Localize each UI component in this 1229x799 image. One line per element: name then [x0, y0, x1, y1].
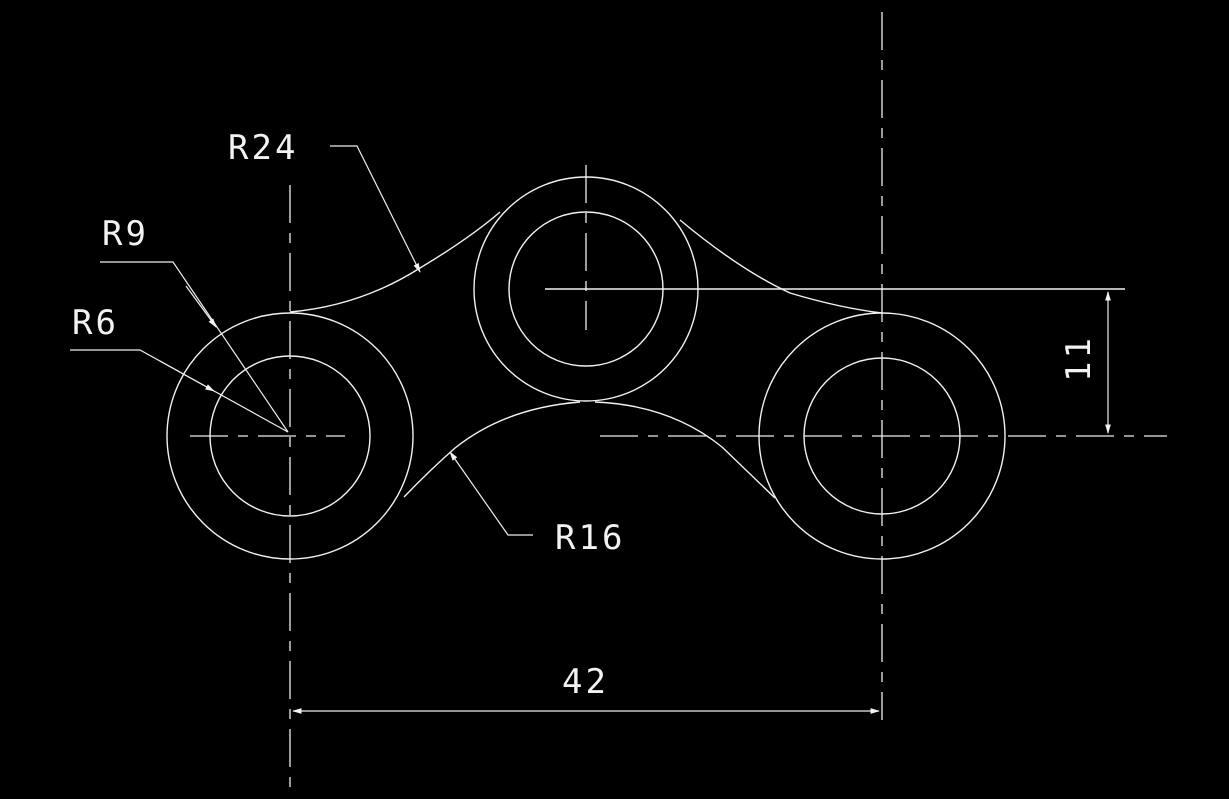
- label-r24: R24: [228, 128, 298, 168]
- lower-right-arc: [594, 401, 776, 499]
- label-11: 11: [1059, 335, 1099, 382]
- label-r16: R16: [555, 518, 625, 558]
- label-r6: R6: [72, 303, 119, 343]
- label-42: 42: [562, 662, 609, 702]
- left-outer-circle: [166, 312, 414, 560]
- r16-leader: [449, 451, 533, 536]
- lower-left-arc: [403, 401, 581, 498]
- r6-arrow: [159, 360, 215, 392]
- upper-left-arc: [289, 211, 501, 313]
- upper-right-arc: [679, 219, 883, 314]
- r9-arrow: [185, 285, 217, 328]
- right-inner-circle: [803, 357, 961, 515]
- r24-leader: [330, 145, 421, 273]
- label-r9: R9: [102, 214, 149, 254]
- left-inner-circle: [209, 355, 371, 517]
- middle-outer-circle: [473, 176, 699, 402]
- r6-leader: [70, 349, 289, 433]
- r9-leader: [100, 261, 289, 433]
- middle-inner-circle: [508, 211, 664, 367]
